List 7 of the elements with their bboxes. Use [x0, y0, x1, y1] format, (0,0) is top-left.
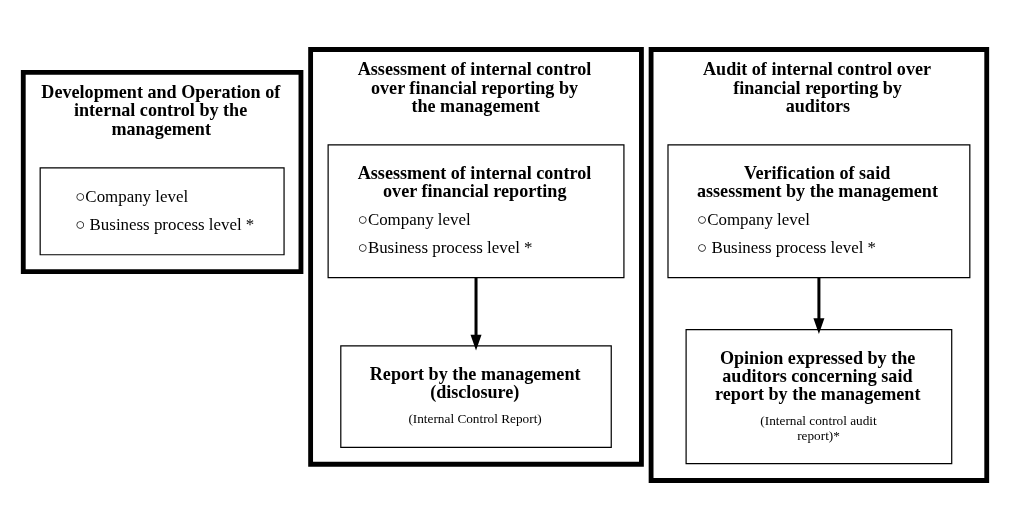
arrow: [470, 277, 482, 350]
node-box: ○Company level ○ Business process level *: [39, 166, 285, 255]
node-box: Opinion expressed by the auditors concerning said report by the management (Internal control audit report)*: [685, 328, 953, 464]
arrow: [813, 277, 825, 334]
node-box: Verification of said assessment by the management ○Company level ○ Business process level *: [667, 143, 971, 278]
node-box: Report by the management (disclosure) (Internal Control Report): [340, 344, 612, 448]
node-box: Assessment of internal control over financial reporting ○Company level ○Business process level *: [327, 143, 625, 278]
